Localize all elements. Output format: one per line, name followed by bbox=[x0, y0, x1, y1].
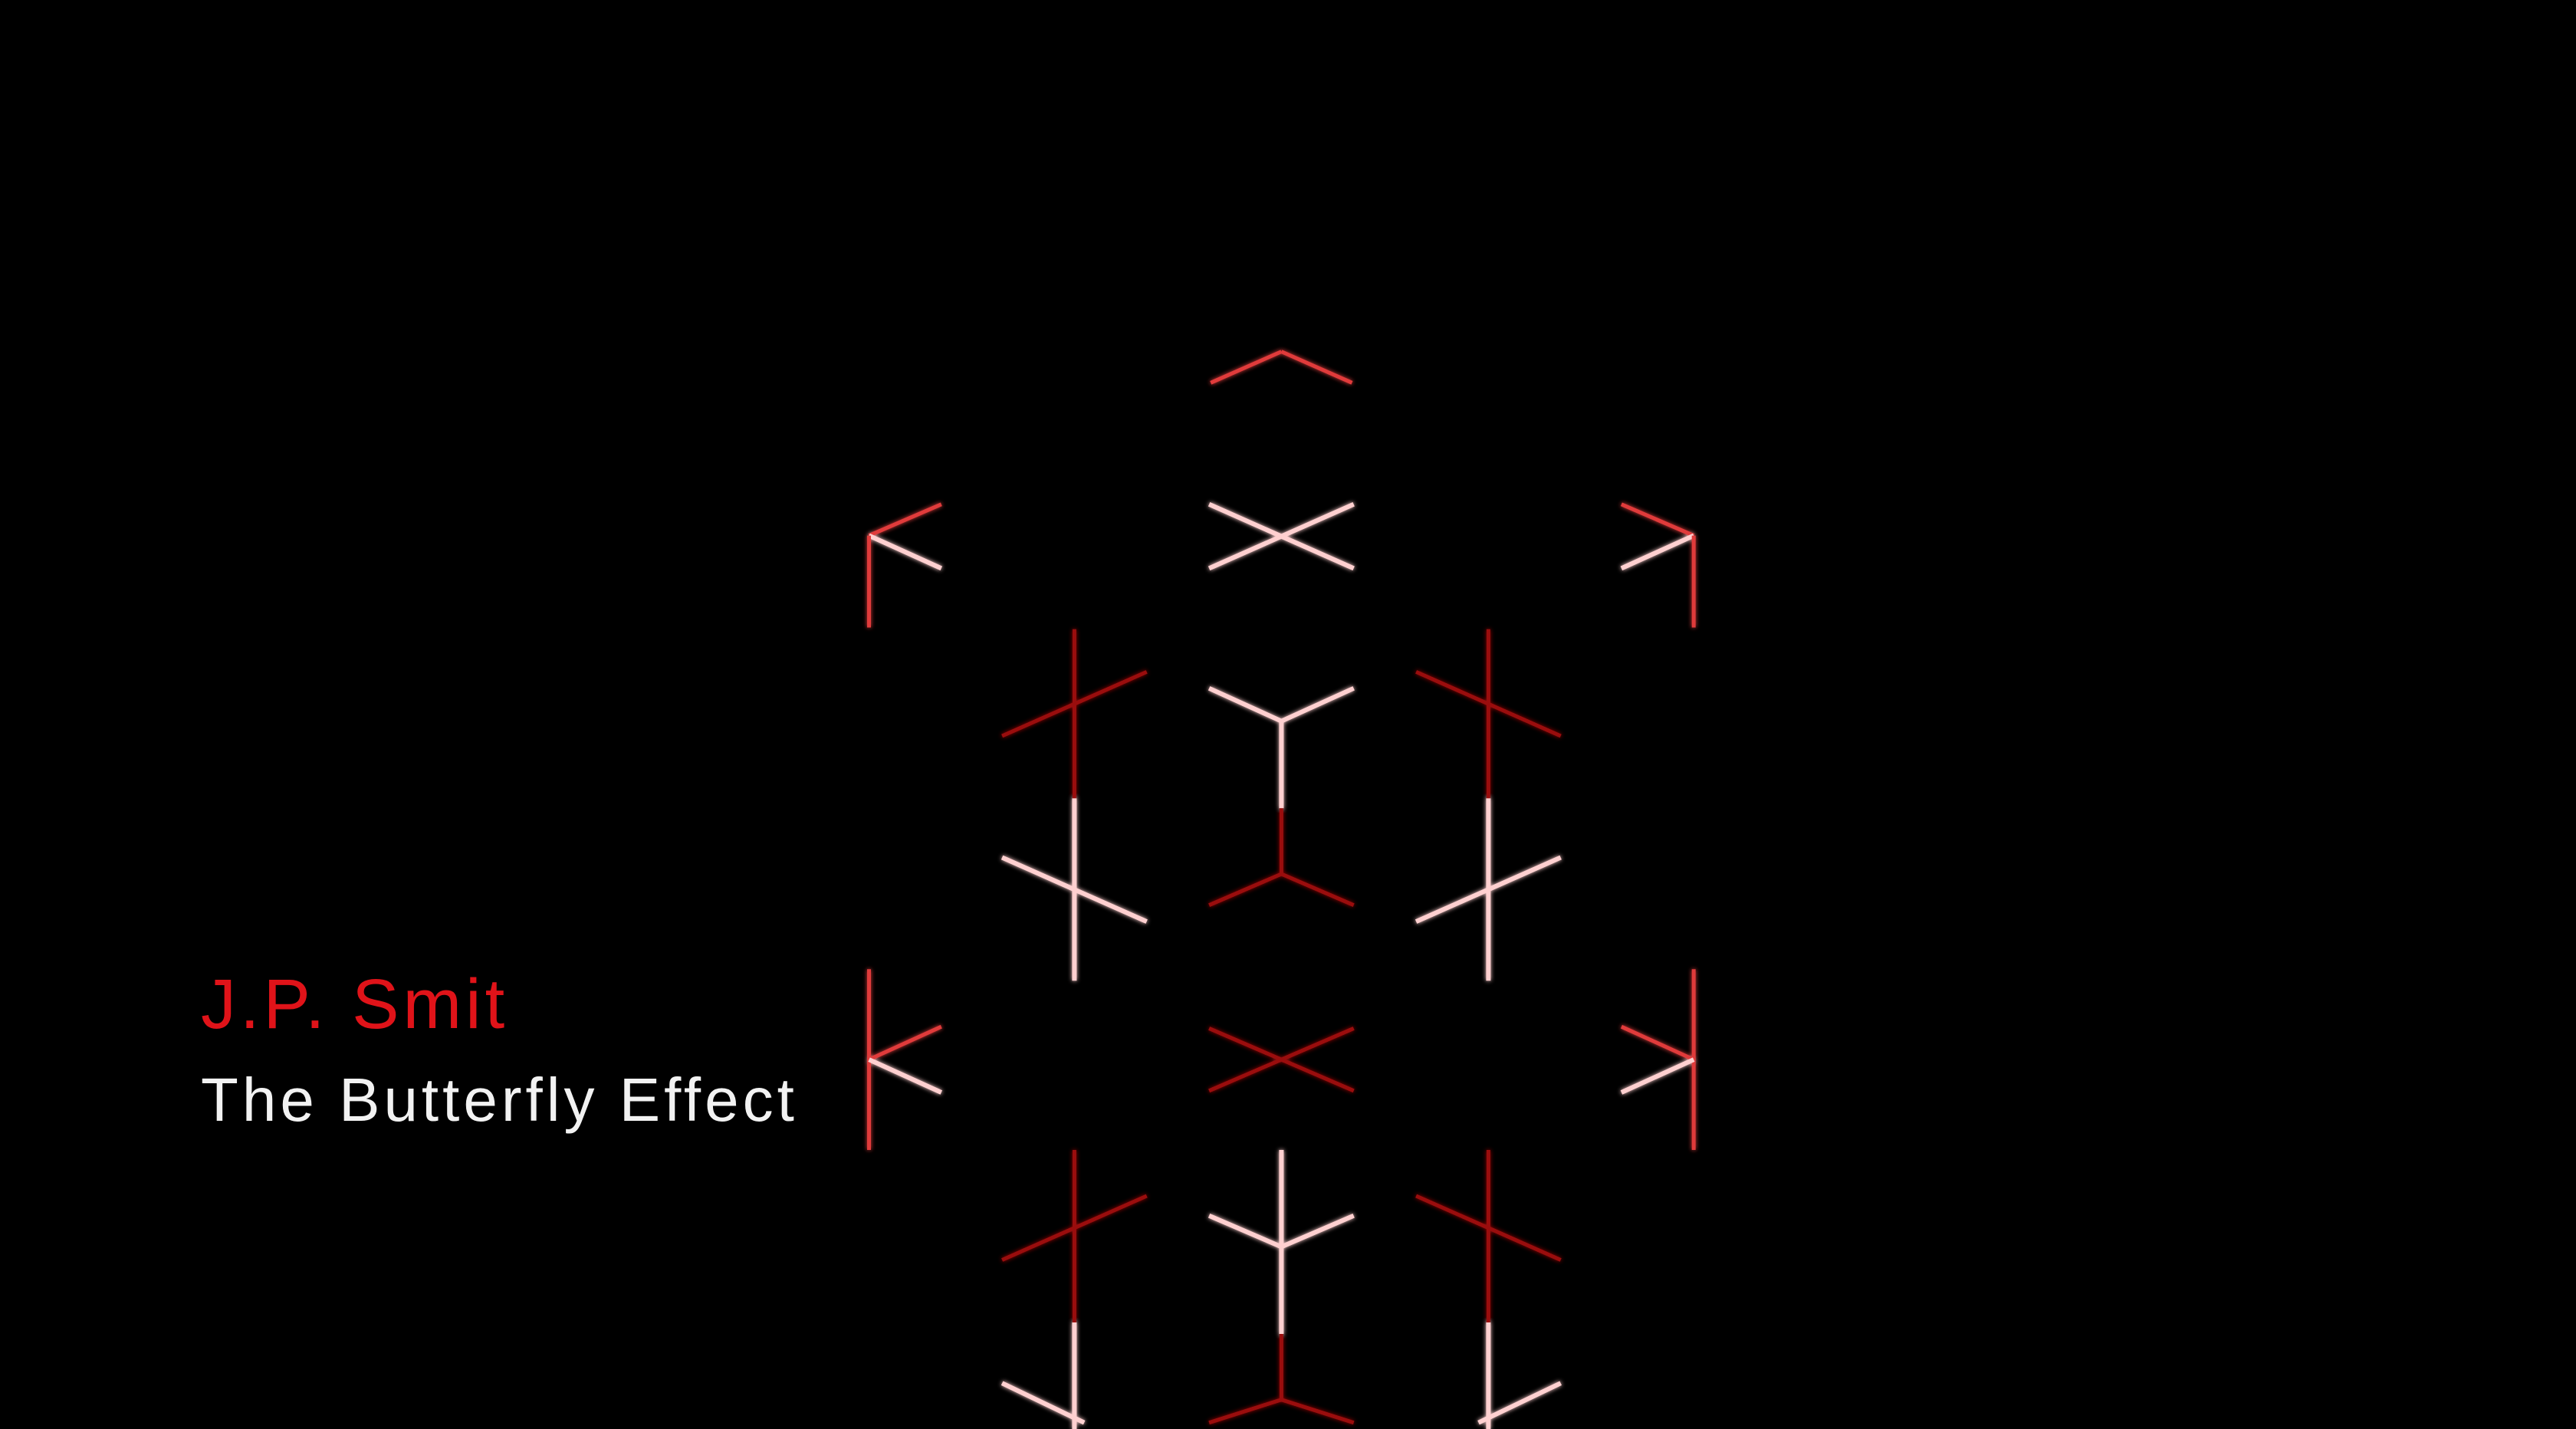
lattice-line bbox=[1415, 670, 1562, 738]
lattice-y bbox=[1280, 1213, 1355, 1250]
lattice-line bbox=[868, 1057, 943, 1095]
lattice-line bbox=[1477, 1381, 1562, 1425]
lattice-line bbox=[1001, 1381, 1086, 1425]
lattice-cross bbox=[1414, 855, 1562, 924]
artist-name: J.P. Smit bbox=[201, 965, 509, 1043]
lattice-y bbox=[1280, 686, 1355, 724]
lattice-line bbox=[1001, 670, 1148, 738]
lattice-line bbox=[1415, 1194, 1562, 1262]
title-caption: J.P. Smit The Butterfly Effect bbox=[201, 962, 798, 1140]
lattice-line bbox=[1208, 872, 1283, 907]
lattice-line bbox=[1001, 1194, 1148, 1262]
track-title: The Butterfly Effect bbox=[201, 1066, 798, 1134]
lattice-line bbox=[868, 1024, 942, 1062]
lattice-line bbox=[1208, 1027, 1355, 1093]
lattice-line bbox=[1620, 502, 1695, 537]
lattice-cross bbox=[1208, 502, 1355, 571]
lattice-line bbox=[1208, 1398, 1283, 1425]
lattice-chevron bbox=[1280, 350, 1353, 385]
lattice-y bbox=[1208, 1213, 1283, 1250]
lattice-line bbox=[868, 502, 942, 537]
lattice-line bbox=[1280, 872, 1355, 907]
lattice-line bbox=[1620, 1024, 1695, 1062]
lattice-chevron bbox=[1210, 350, 1283, 385]
lattice-line bbox=[1280, 1398, 1355, 1425]
lattice-line bbox=[1620, 533, 1695, 571]
lattice-line bbox=[1620, 1057, 1695, 1095]
lattice-cross bbox=[1001, 855, 1148, 924]
lattice-line bbox=[868, 533, 943, 571]
lattice-y bbox=[1208, 686, 1283, 724]
